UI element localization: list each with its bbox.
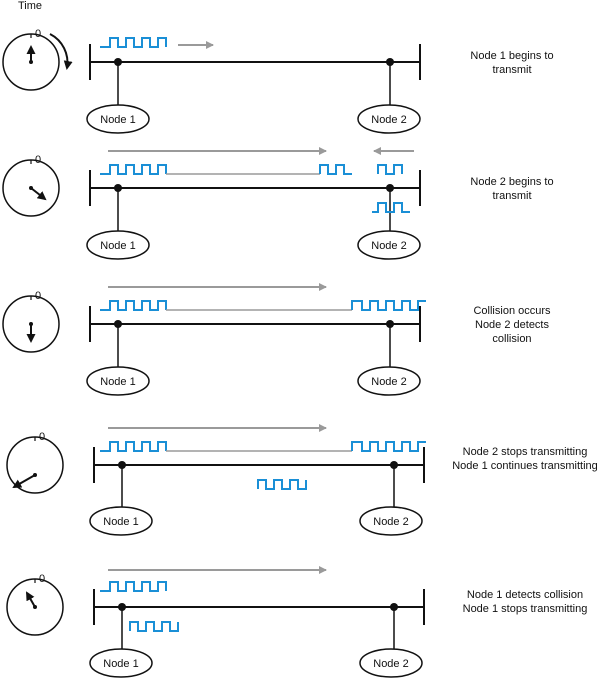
node-1-signal: [100, 441, 352, 452]
bus: [89, 44, 421, 80]
row-1: 0 Node 1 Node 2 Node 1 begins to trans: [2, 28, 554, 134]
bus: [89, 306, 421, 342]
clock-hand: [26, 591, 36, 608]
node-1-label: Node 1: [100, 376, 135, 388]
node-2-tap: [390, 603, 398, 611]
node-1: Node 1: [89, 648, 153, 678]
node-2: Node 2: [357, 230, 421, 260]
node-1-signal: [100, 164, 352, 175]
description: Node 1 begins to transmit: [470, 50, 553, 76]
description: Node 2 stops transmitting Node 1 continu…: [452, 446, 598, 472]
description-line: Node 2 begins to: [470, 176, 553, 188]
node-2: Node 2: [359, 648, 423, 678]
clock-icon: 0: [2, 28, 73, 91]
description-line: Node 1 continues transmitting: [452, 460, 598, 472]
node-2-signal: [351, 441, 426, 452]
clock-icon: 0: [2, 154, 60, 217]
clock-zero: 0: [35, 154, 41, 166]
node-1-label: Node 1: [103, 516, 138, 528]
node-2-label: Node 2: [373, 516, 408, 528]
node-1-tap: [118, 603, 126, 611]
description-line: Node 2 detects: [475, 319, 549, 331]
description-line: Node 2 stops transmitting: [463, 446, 588, 458]
row-2: 0 Node 1 Node 2: [2, 147, 554, 260]
clock-icon: 0: [6, 573, 64, 636]
node-2-tap: [386, 184, 394, 192]
description: Node 1 detects collision Node 1 stops tr…: [463, 589, 588, 615]
node-2-tap: [390, 461, 398, 469]
clock-zero: 0: [35, 28, 41, 40]
description-line: transmit: [492, 190, 531, 202]
clock-zero: 0: [39, 573, 45, 585]
jam-signal: [129, 621, 179, 632]
node-2-label: Node 2: [371, 376, 406, 388]
time-label: Time: [18, 0, 42, 12]
description-line: collision: [492, 333, 531, 345]
node-2: Node 2: [357, 366, 421, 396]
clock-icon: 0: [2, 290, 60, 353]
description-line: Collision occurs: [473, 305, 551, 317]
row-3: 0 Node 1 Node 2 Collision o: [2, 283, 551, 396]
node-2: Node 2: [359, 506, 423, 536]
rotation-arrow-icon: [49, 33, 73, 70]
clock-hand: [30, 187, 47, 201]
node-1: Node 1: [86, 104, 150, 134]
node-1-tap: [114, 320, 122, 328]
node-1-signal: [100, 37, 167, 48]
row-5: 0 Node 1 Node 2 Node 1 detects col: [6, 566, 588, 678]
node-2-tap: [386, 58, 394, 66]
node-2: Node 2: [357, 104, 421, 134]
clock-icon: 0: [6, 431, 64, 494]
node-2-tap: [386, 320, 394, 328]
description-line: transmit: [492, 64, 531, 76]
node-1-signal: [100, 581, 167, 592]
node-2-signal: [372, 164, 410, 213]
node-2-signal: [351, 300, 426, 311]
description: Node 2 begins to transmit: [470, 176, 553, 202]
bus: [93, 447, 425, 483]
node-1-label: Node 1: [103, 658, 138, 670]
node-1: Node 1: [86, 230, 150, 260]
bus: [93, 589, 425, 625]
node-1-label: Node 1: [100, 114, 135, 126]
node-1-tap: [114, 184, 122, 192]
node-1-tap: [118, 461, 126, 469]
clock-zero: 0: [39, 431, 45, 443]
node-2-label: Node 2: [371, 114, 406, 126]
description-line: Node 1 stops transmitting: [463, 603, 588, 615]
propagating-signal: [257, 479, 307, 490]
node-1-label: Node 1: [100, 240, 135, 252]
node-2-label: Node 2: [373, 658, 408, 670]
clock-zero: 0: [35, 290, 41, 302]
node-2-label: Node 2: [371, 240, 406, 252]
node-1-tap: [114, 58, 122, 66]
bus: [89, 170, 421, 206]
description: Collision occurs Node 2 detects collisio…: [473, 305, 551, 345]
row-4: 0 Node 1 Node 2: [6, 424, 598, 536]
description-line: Node 1 begins to: [470, 50, 553, 62]
node-1: Node 1: [89, 506, 153, 536]
description-line: Node 1 detects collision: [467, 589, 583, 601]
clock-hand: [12, 474, 36, 488]
node-1: Node 1: [86, 366, 150, 396]
node-1-signal: [100, 300, 352, 311]
